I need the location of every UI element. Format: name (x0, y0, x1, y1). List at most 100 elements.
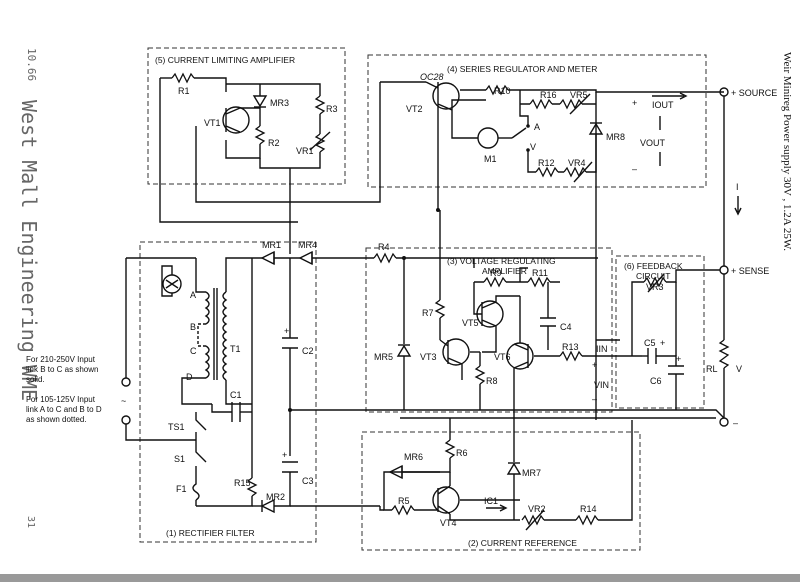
svg-text:R11: R11 (532, 268, 548, 278)
svg-text:–: – (733, 418, 738, 428)
section-current-reference: R6 MR6 VT4 R5 IC1 MR7 VR2 R14 (383, 410, 633, 531)
svg-text:+: + (676, 354, 681, 364)
section-voltage-amp: R4 MR5 R7 VT3 R9 VT5 R8 (290, 210, 725, 419)
svg-text:MR2: MR2 (266, 492, 285, 502)
svg-text:VR4: VR4 (568, 158, 586, 168)
svg-text:VR5: VR5 (570, 90, 588, 100)
svg-text:C: C (190, 346, 197, 356)
svg-text:link B to C as shown: link B to C as shown (26, 365, 98, 374)
scan-bottom-edge (0, 574, 800, 582)
svg-text:TS1: TS1 (168, 422, 185, 432)
section-title-rectifier: (1) RECTIFIER FILTER (166, 528, 255, 538)
section-box-feedback (615, 255, 705, 409)
input-link-notes: For 210-250V Input link B to C as shown … (26, 355, 102, 424)
svg-text:+: + (282, 450, 287, 460)
svg-text:MR5: MR5 (374, 352, 393, 362)
svg-text:C3: C3 (302, 476, 314, 486)
section-title-series-regulator: (4) SERIES REGULATOR AND METER (447, 64, 597, 74)
page-bottom-number: 31 (25, 516, 36, 528)
section-box-series-regulator (367, 54, 707, 188)
section-box-current-limiting (147, 47, 346, 185)
svg-text:D: D (186, 372, 193, 382)
svg-text:+: + (592, 360, 597, 370)
svg-text:VR3: VR3 (646, 282, 664, 292)
svg-text:VIN: VIN (594, 380, 609, 390)
section-series-regulator: OC28 VT2 R10 R16 VR5 M1 A V R12 VR4 (380, 72, 724, 420)
svg-text:VR2: VR2 (528, 504, 546, 514)
svg-text:R12: R12 (538, 158, 555, 168)
section-box-voltage-amp (365, 247, 613, 413)
svg-text:as shown dotted.: as shown dotted. (26, 415, 86, 424)
svg-text:R6: R6 (456, 448, 468, 458)
section-feedback: VR3 C5 + + C6 (631, 269, 720, 410)
svg-text:R1: R1 (178, 86, 190, 96)
svg-text:VT5: VT5 (462, 318, 479, 328)
svg-text:~: ~ (121, 396, 126, 406)
svg-text:MR8: MR8 (606, 132, 625, 142)
svg-text:VOUT: VOUT (640, 138, 666, 148)
svg-text:C6: C6 (650, 376, 662, 386)
svg-text:C1: C1 (230, 390, 242, 400)
svg-text:–: – (632, 164, 637, 174)
svg-text:C5: C5 (644, 338, 656, 348)
svg-text:M1: M1 (484, 154, 497, 164)
section-title-current-reference: (2) CURRENT REFERENCE (468, 538, 577, 548)
svg-text:solid.: solid. (26, 375, 45, 384)
svg-text:VT1: VT1 (204, 118, 221, 128)
svg-text:MR6: MR6 (404, 452, 423, 462)
svg-text:MR3: MR3 (270, 98, 289, 108)
section-current-limiting: R1 VT1 MR3 R2 R3 VR1 (160, 72, 338, 169)
svg-text:R13: R13 (562, 342, 579, 352)
svg-text:V: V (736, 364, 742, 374)
svg-text:VT6: VT6 (494, 352, 511, 362)
svg-text:S1: S1 (174, 454, 185, 464)
section-title-current-limiting: (5) CURRENT LIMITING AMPLIFIER (155, 55, 295, 65)
mains-terminal-1[interactable] (121, 377, 131, 387)
svg-text:+ SOURCE: + SOURCE (731, 88, 777, 98)
svg-text:I: I (736, 182, 739, 192)
svg-text:F1: F1 (176, 484, 187, 494)
svg-text:MR1: MR1 (262, 240, 281, 250)
svg-text:R10: R10 (494, 86, 511, 96)
svg-text:RL: RL (706, 364, 718, 374)
mains-terminal-2[interactable] (121, 415, 131, 425)
svg-text:+: + (660, 338, 665, 348)
section-rectifier: ~ A B C D T1 C1 TS1 S1 F1 (121, 240, 380, 514)
margin-watermark: West Mall Engineering WME (17, 100, 41, 401)
page-number: 10.66 (25, 48, 38, 81)
svg-text:IC1: IC1 (484, 496, 498, 506)
svg-text:R8: R8 (486, 376, 498, 386)
svg-text:R7: R7 (422, 308, 434, 318)
svg-text:+: + (632, 98, 637, 108)
terminal-negative[interactable] (719, 417, 729, 427)
svg-text:IIN: IIN (596, 344, 608, 354)
section-title-feedback-2: CIRCUIT (636, 271, 670, 281)
svg-text:A: A (534, 122, 540, 132)
svg-text:R15: R15 (234, 478, 251, 488)
svg-text:R3: R3 (326, 104, 338, 114)
section-box-rectifier (139, 241, 317, 543)
svg-text:MR7: MR7 (522, 468, 541, 478)
svg-text:R4: R4 (378, 242, 390, 252)
output-terminals: + SOURCE + SENSE – RL V I (706, 87, 777, 428)
svg-text:R9: R9 (490, 268, 502, 278)
document-title: Weir Minireg Power supply 30V , 1.2A 25W… (781, 52, 793, 251)
section-title-voltage-amp: (3) VOLTAGE REGULATING (447, 256, 556, 266)
svg-text:link A to C and B to D: link A to C and B to D (26, 405, 102, 414)
svg-text:For 210-250V Input: For 210-250V Input (26, 355, 96, 364)
svg-text:R14: R14 (580, 504, 597, 514)
section-box-current-reference (361, 431, 641, 551)
svg-text:R16: R16 (540, 90, 557, 100)
handwritten-note: OC28 (420, 72, 444, 82)
terminal-sense[interactable] (719, 265, 729, 275)
svg-text:IOUT: IOUT (652, 100, 674, 110)
section-title-feedback: (6) FEEDBACK (624, 261, 683, 271)
svg-text:C2: C2 (302, 346, 314, 356)
svg-text:VT4: VT4 (440, 518, 457, 528)
svg-text:B: B (190, 322, 196, 332)
svg-text:+ SENSE: + SENSE (731, 266, 769, 276)
svg-text:R2: R2 (268, 138, 280, 148)
svg-text:C4: C4 (560, 322, 572, 332)
svg-text:V: V (530, 142, 536, 152)
svg-text:VT2: VT2 (406, 104, 423, 114)
